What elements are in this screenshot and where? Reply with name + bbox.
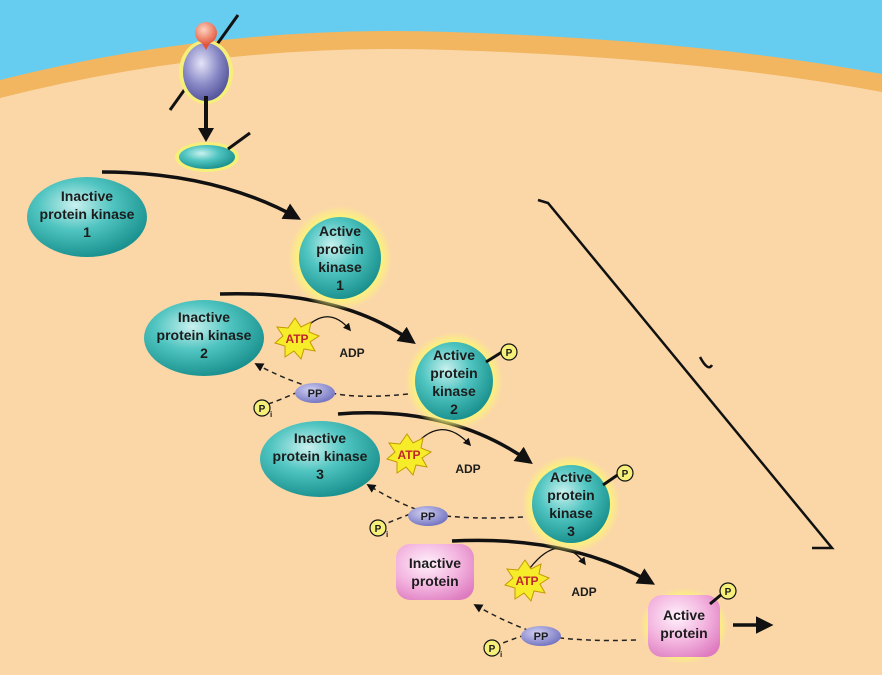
label-line: 3	[316, 466, 324, 482]
receptor-icon	[168, 14, 240, 142]
phosphate-icon: P	[719, 582, 737, 600]
pi-subscript: i	[270, 410, 272, 419]
pi-symbol: P	[489, 644, 496, 655]
pp-label: PP	[421, 511, 436, 523]
label-line: protein	[411, 573, 458, 589]
phosphatase-icon: PP	[521, 626, 561, 646]
inactive-protein-kinase-2: Inactive protein kinase 2	[144, 300, 264, 376]
label-line: Active	[319, 223, 361, 239]
inactive-protein-kinase-3: Inactive protein kinase 3	[260, 421, 380, 497]
label-line: Inactive	[61, 188, 113, 204]
label-line: protein	[547, 487, 594, 503]
atp-label: ATP	[397, 448, 420, 462]
pi-subscript: i	[386, 530, 388, 539]
inactive-protein-kinase-1: Inactive protein kinase 1	[27, 177, 147, 257]
phosphate-icon: P	[616, 464, 634, 482]
active-protein-kinase-3: Active protein kinase 3 P	[522, 455, 634, 553]
atp-burst-icon: ATP	[385, 433, 433, 477]
label-line: protein kinase	[273, 448, 368, 464]
active-protein: Active protein P	[640, 582, 737, 664]
inorganic-phosphate-icon: P i	[483, 639, 502, 659]
atp-label: ATP	[515, 574, 538, 588]
label-line: 1	[83, 224, 91, 240]
relay-molecule-icon	[175, 131, 251, 172]
label-line: protein	[316, 241, 363, 257]
pp-label: PP	[308, 388, 323, 400]
pi-subscript: i	[500, 650, 502, 659]
label-line: 2	[450, 401, 458, 417]
label-line: Inactive	[409, 555, 461, 571]
label-line: protein kinase	[157, 327, 252, 343]
adp-label: ADP	[339, 346, 364, 360]
label-line: kinase	[318, 259, 362, 275]
phosphate-label: P	[622, 469, 629, 480]
label-line: Inactive	[178, 309, 230, 325]
label-line: protein	[660, 625, 707, 641]
pi-symbol: P	[375, 524, 382, 535]
inactive-protein: Inactive protein	[396, 544, 474, 600]
active-protein-kinase-1: Active protein kinase 1	[288, 206, 392, 310]
atp-burst-icon: ATP	[273, 317, 321, 361]
phosphate-label: P	[506, 348, 513, 359]
phosphate-label: P	[725, 587, 732, 598]
extracellular-space	[0, 0, 882, 80]
inorganic-phosphate-icon: P i	[253, 399, 272, 419]
label-line: kinase	[432, 383, 476, 399]
adp-label: ADP	[455, 462, 480, 476]
phosphatase-icon: PP	[295, 383, 335, 403]
label-line: kinase	[549, 505, 593, 521]
label-line: Active	[663, 607, 705, 623]
label-line: Active	[433, 347, 475, 363]
atp-burst-icon: ATP	[503, 559, 551, 603]
cascade-bracket	[537, 198, 835, 550]
label-line: 3	[567, 523, 575, 539]
pi-symbol: P	[259, 404, 266, 415]
atp-label: ATP	[285, 332, 308, 346]
label-line: Active	[550, 469, 592, 485]
inorganic-phosphate-icon: P i	[369, 519, 388, 539]
adp-label: ADP	[571, 585, 596, 599]
label-line: 1	[336, 277, 344, 293]
label-line: 2	[200, 345, 208, 361]
active-protein-kinase-2: Active protein kinase 2 P	[405, 332, 518, 430]
phosphate-icon: P	[500, 343, 518, 361]
phosphatase-icon: PP	[408, 506, 448, 526]
label-line: protein kinase	[40, 206, 135, 222]
pp-label: PP	[534, 631, 549, 643]
label-line: Inactive	[294, 430, 346, 446]
label-line: protein	[430, 365, 477, 381]
